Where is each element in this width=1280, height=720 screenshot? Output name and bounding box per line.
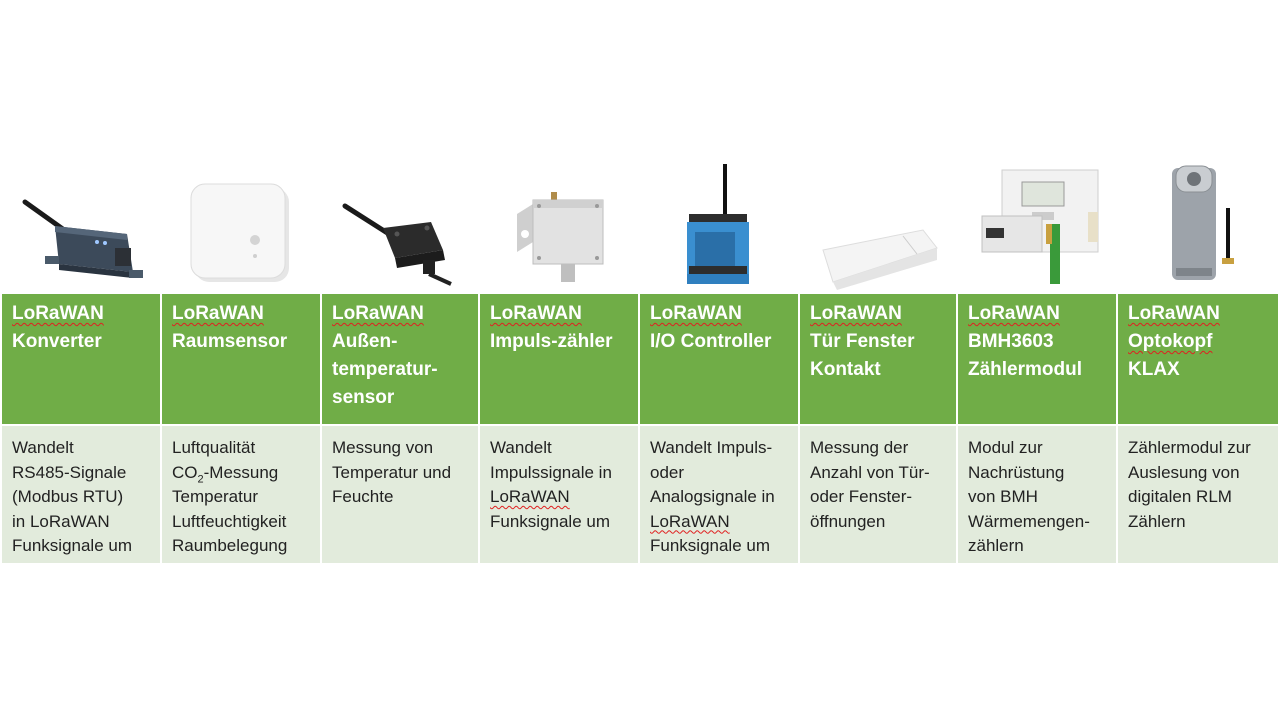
title-line: Zählermodul [968, 359, 1083, 380]
product-title-outdoor-temp-sensor: LoRaWAN Außen- temperatur- sensor [320, 292, 480, 426]
desc-line: Modul zur [968, 438, 1043, 457]
title-line: Raumsensor [172, 331, 288, 352]
desc-line: oder [650, 462, 685, 482]
desc-line: Funksignale um [650, 536, 771, 555]
product-desc-door-window-contact: Messung der Anzahl von Tür- oder Fenster… [798, 424, 958, 565]
title-line: temperatur- [332, 359, 438, 380]
title-line: I/O Controller [650, 331, 772, 352]
desc-line: digitalen RLM [1128, 487, 1232, 506]
outdoor-temperature-sensor-image [320, 150, 478, 290]
desc-line: (Modbus RTU) [12, 487, 124, 506]
desc-line: Analogsignale in [650, 487, 775, 506]
title-line: LoRaWAN [810, 303, 902, 324]
title-line: Außen- [332, 331, 398, 352]
title-line: LoRaWAN [12, 303, 104, 324]
title-line: sensor [332, 387, 395, 408]
optical-head-klax-image [1116, 150, 1278, 290]
desc-line: Luftfeuchtigkeit [172, 511, 287, 531]
desc-line: Auslesung von [1128, 462, 1240, 482]
title-line: LoRaWAN [968, 303, 1060, 324]
desc-line: Temperatur [172, 487, 258, 506]
desc-line: öffnungen [810, 511, 886, 531]
co2-text: CO [172, 462, 198, 482]
desc-line: oder Fenster- [810, 487, 913, 506]
co2-subscript: 2 [197, 472, 204, 485]
desc-line: Wandelt Impuls- [650, 438, 773, 457]
desc-line: Wärmemengen- [968, 511, 1090, 531]
io-controller-device-image [638, 150, 798, 290]
desc-line: Luftqualität [172, 438, 256, 457]
desc-line: Temperatur und [332, 462, 452, 482]
desc-line: Zählermodul zur [1128, 438, 1251, 457]
title-line: Tür Fenster [810, 331, 915, 352]
desc-line: Raumbelegung [172, 536, 288, 555]
title-line: LoRaWAN [650, 303, 742, 324]
desc-line: Impulssignale in [490, 462, 612, 482]
desc-line-co2: CO2-Messung [172, 461, 310, 486]
product-title-door-window-contact: LoRaWAN Tür Fenster Kontakt [798, 292, 958, 426]
product-title-row: LoRaWAN Konverter LoRaWAN Raumsensor LoR… [0, 292, 1280, 426]
title-line: Konverter [12, 331, 102, 352]
product-table: LoRaWAN Konverter LoRaWAN Raumsensor LoR… [0, 292, 1280, 565]
pulse-counter-device-image [478, 150, 638, 290]
desc-line: zählern [968, 536, 1024, 555]
product-description-row: Wandelt RS485-Signale (Modbus RTU) in Lo… [0, 424, 1280, 565]
lorawan-converter-device-image [0, 150, 160, 290]
desc-line: Anzahl von Tür- [810, 462, 930, 482]
title-line: Optokopf [1128, 331, 1213, 352]
product-title-room-sensor: LoRaWAN Raumsensor [160, 292, 322, 426]
desc-line: von BMH [968, 487, 1038, 506]
product-title-optical-head: LoRaWAN Optokopf KLAX [1116, 292, 1280, 426]
title-line: LoRaWAN [332, 303, 424, 324]
product-desc-room-sensor: Luftqualität CO2-Messung Temperatur Luft… [160, 424, 322, 565]
title-line: Kontakt [810, 359, 881, 380]
product-title-io-controller: LoRaWAN I/O Controller [638, 292, 800, 426]
bmh-meter-module-image [958, 150, 1116, 290]
title-line: LoRaWAN [490, 303, 582, 324]
title-line: Impuls-zähler [490, 331, 613, 352]
product-title-pulse-counter: LoRaWAN Impuls-zähler [478, 292, 640, 426]
desc-line: Wandelt [12, 438, 74, 457]
desc-line: Zählern [1128, 511, 1186, 531]
desc-line: Feuchte [332, 487, 394, 506]
desc-line: Funksignale um [12, 536, 133, 555]
product-desc-bmh-meter-module: Modul zur Nachrüstung von BMH Wärmemenge… [956, 424, 1118, 565]
product-desc-converter: Wandelt RS485-Signale (Modbus RTU) in Lo… [0, 424, 162, 565]
co2-suffix: -Messung [203, 462, 279, 482]
desc-line: LoRaWAN [490, 487, 570, 506]
product-desc-outdoor-temp-sensor: Messung von Temperatur und Feuchte [320, 424, 480, 565]
product-title-converter: LoRaWAN Konverter [0, 292, 162, 426]
desc-line: Wandelt [490, 438, 552, 457]
door-window-contact-image [798, 150, 958, 290]
desc-line: Funksignale um [490, 511, 611, 531]
product-desc-pulse-counter: Wandelt Impulssignale in LoRaWAN Funksig… [478, 424, 640, 565]
desc-line: RS485-Signale [12, 462, 127, 482]
desc-line: Messung der [810, 438, 909, 457]
desc-line: Nachrüstung [968, 462, 1065, 482]
title-line: KLAX [1128, 359, 1180, 380]
product-desc-io-controller: Wandelt Impuls- oder Analogsignale in Lo… [638, 424, 800, 565]
product-desc-optical-head: Zählermodul zur Auslesung von digitalen … [1116, 424, 1280, 565]
product-images-row [0, 150, 1280, 290]
room-sensor-device-image [160, 150, 320, 290]
title-line: LoRaWAN [172, 303, 264, 324]
product-title-bmh-meter-module: LoRaWAN BMH3603 Zählermodul [956, 292, 1118, 426]
desc-line: Messung von [332, 438, 434, 457]
desc-line: in LoRaWAN [12, 511, 110, 531]
title-line: LoRaWAN [1128, 303, 1220, 324]
title-line: BMH3603 [968, 331, 1054, 352]
desc-line: LoRaWAN [650, 511, 730, 531]
